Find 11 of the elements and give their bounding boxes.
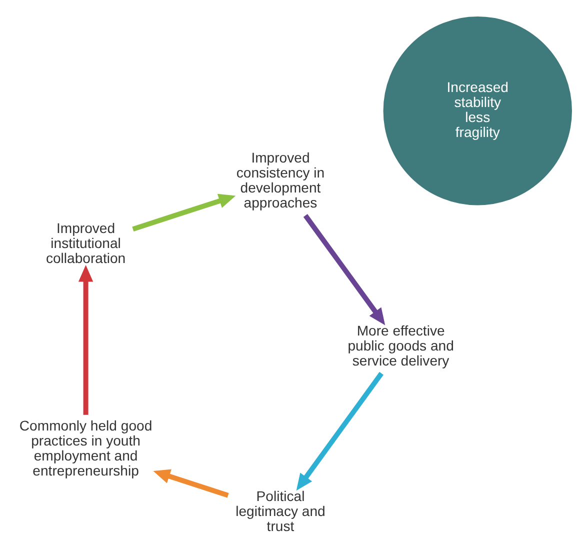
node-circle: Increased stability less fragility [383, 16, 572, 206]
arrow [303, 214, 386, 326]
arrow [132, 194, 236, 232]
node-text: Commonly held good practices in youth employment and entrepreneurship [19, 417, 152, 478]
node-text: Political legitimacy and trust [236, 488, 326, 534]
node-text: More effective public goods and service delivery [348, 322, 454, 369]
arrow [153, 469, 229, 498]
arrow [296, 372, 384, 491]
node-text: Improved consistency in development approaches [236, 149, 325, 210]
node-text: Improved institutional collaboration [46, 220, 126, 266]
arrow [78, 265, 94, 415]
